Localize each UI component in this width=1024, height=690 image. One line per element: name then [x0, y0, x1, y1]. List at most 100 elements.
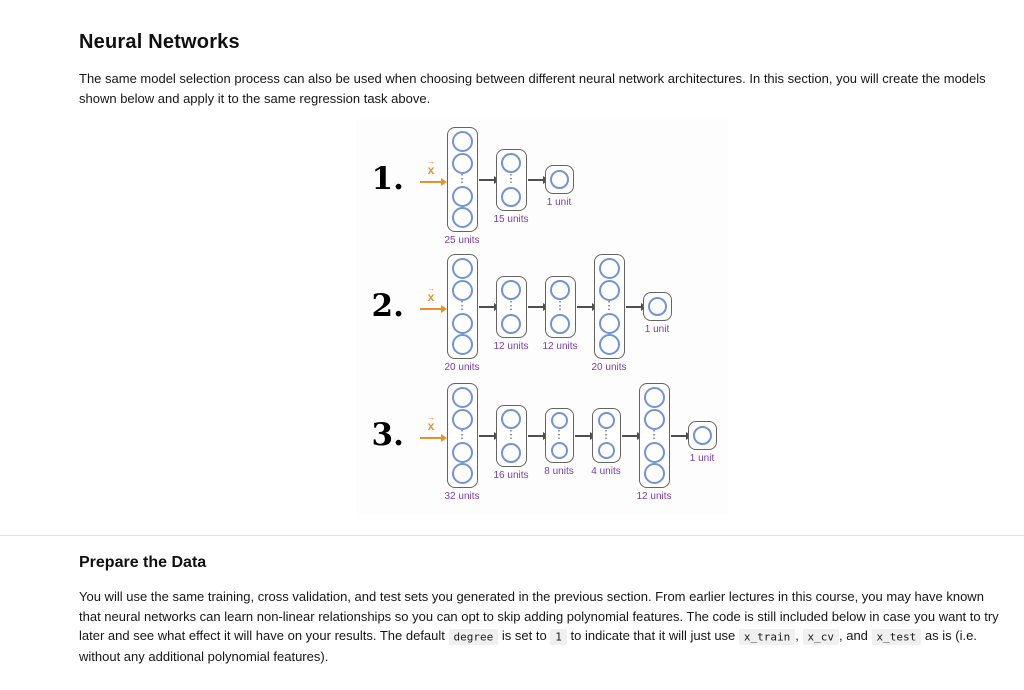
intro-paragraph: The same model selection process can als…: [79, 71, 986, 106]
unit-circle: [598, 312, 620, 334]
layer-units-label: 20 units: [444, 362, 480, 373]
inline-code: x_test: [871, 628, 922, 645]
unit-circle: [692, 426, 712, 445]
network-number: 3.: [371, 417, 404, 453]
unit-circle: [451, 334, 473, 355]
input-vector: →x: [418, 156, 447, 187]
layer-arrow-icon: [527, 175, 549, 184]
unit-circle: [451, 131, 473, 152]
layer-arrow-icon: [670, 431, 692, 440]
unit-circle: [597, 442, 615, 459]
page-title: Neural Networks: [79, 31, 240, 53]
unit-circle: [501, 313, 521, 334]
ellipsis-icon: ⋮: [505, 300, 517, 312]
unit-circle: [598, 279, 620, 301]
layer-units-label: 16 units: [493, 469, 529, 481]
unit-circle: [451, 441, 473, 463]
ellipsis-icon: ⋮: [553, 429, 565, 441]
unit-circle: [550, 279, 570, 300]
vector-hat-icon: →: [427, 156, 435, 166]
layer: ⋮12 units: [636, 383, 672, 502]
network-row: 2. →x ⋮ 20 units ⋮ 12 units ⋮ 12 units ⋮ 20 units…: [356, 254, 672, 373]
unit-circle: [451, 185, 473, 207]
unit-circle: [451, 463, 473, 484]
layer: 1 unit: [544, 165, 574, 208]
output-box: [642, 292, 672, 321]
layer-arrow-icon: [621, 431, 643, 440]
unit-circle: [550, 442, 568, 459]
document-body: Neural Networks The same model selection…: [0, 31, 1024, 666]
layer-units-label: 1 unit: [644, 324, 670, 335]
unit-circle: [501, 279, 521, 300]
ellipsis-icon: ⋮: [456, 300, 468, 312]
ellipsis-icon: ⋮: [648, 429, 660, 441]
ellipsis-icon: ⋮: [505, 173, 517, 185]
unit-circle: [598, 334, 620, 355]
layer-units-label: 25 units: [444, 235, 480, 246]
inline-code: x_cv: [802, 628, 839, 645]
layer-box: ⋮: [544, 275, 576, 338]
unit-circle: [501, 186, 521, 207]
layer: ⋮ 12 units: [493, 275, 529, 352]
layer-units-label: 8 units: [544, 466, 574, 477]
unit-circle: [643, 463, 665, 484]
unit-circle: [598, 258, 620, 279]
unit-circle: [597, 412, 615, 429]
unit-circle: [451, 207, 473, 228]
output-box: [544, 165, 574, 194]
ellipsis-icon: ⋮: [600, 429, 612, 441]
input-vector-label: x: [427, 162, 435, 177]
layer-units-label: 12 units: [493, 340, 529, 352]
input-arrow-icon: [420, 178, 447, 187]
layer: 1 unit: [687, 421, 717, 464]
ellipsis-icon: ⋮: [603, 300, 615, 312]
inline-code: x_train: [738, 628, 796, 645]
input-vector: →x: [418, 284, 447, 314]
unit-circle: [501, 442, 521, 463]
unit-circle: [451, 279, 473, 301]
ellipsis-icon: ⋮: [456, 173, 468, 185]
page: { "sections": { "neural_networks": { "ti…: [0, 31, 1024, 690]
section-title-prepare-data: Prepare the Data: [79, 554, 207, 571]
unit-circle: [501, 152, 521, 173]
layer-units-label: 12 units: [542, 340, 578, 352]
unit-circle: [451, 312, 473, 334]
inline-code: degree: [448, 628, 499, 645]
unit-circle: [550, 412, 568, 429]
layer-box: ⋮: [446, 254, 478, 359]
layer-box: ⋮: [593, 254, 625, 359]
layer-box: ⋮: [495, 404, 527, 467]
layer: ⋮15 units: [493, 148, 529, 225]
layer-arrow-icon: [478, 302, 500, 311]
layer-box: ⋮: [495, 275, 527, 338]
layer-units-label: 20 units: [591, 362, 627, 373]
layer-units-label: 1 unit: [546, 197, 572, 208]
layer-units-label: 1 unit: [689, 453, 715, 464]
layer: 1 unit: [642, 292, 672, 335]
vector-hat-icon: →: [427, 412, 435, 422]
layer: ⋮ 8 units: [544, 408, 574, 477]
unit-circle: [451, 152, 473, 174]
layer-box: ⋮: [495, 148, 527, 211]
layer-units-label: 4 units: [591, 466, 621, 477]
input-vector-label: x: [427, 418, 435, 433]
section-divider: [0, 535, 1024, 536]
input-vector-label: x: [427, 289, 435, 304]
input-arrow-icon: [420, 305, 447, 314]
layer-arrow-icon: [478, 175, 500, 184]
layer: ⋮32 units: [444, 383, 480, 502]
layer-box: ⋮: [544, 408, 574, 463]
unit-circle: [451, 387, 473, 408]
network-number: 1.: [371, 161, 404, 197]
ellipsis-icon: ⋮: [456, 429, 468, 441]
layer-arrow-icon: [574, 431, 596, 440]
network-number: 2.: [371, 288, 404, 324]
unit-circle: [643, 387, 665, 408]
unit-circle: [643, 408, 665, 430]
ellipsis-icon: ⋮: [505, 429, 517, 441]
output-box: [687, 421, 717, 450]
layer-arrow-icon: [576, 302, 598, 311]
layer-box: ⋮: [591, 408, 621, 463]
input-arrow-icon: [420, 434, 447, 443]
